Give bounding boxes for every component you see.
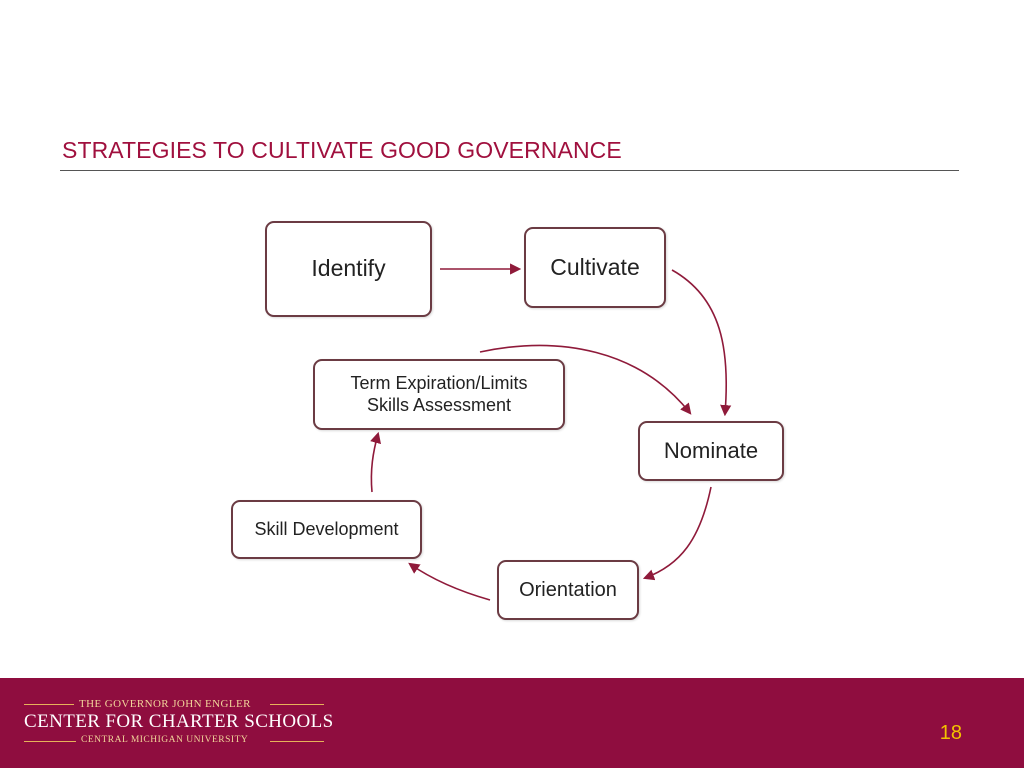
logo-bottom-text: CENTRAL MICHIGAN UNIVERSITY (81, 735, 249, 745)
page-number: 18 (939, 722, 962, 744)
node-term-expiration: Term Expiration/Limits Skills Assessment (313, 359, 565, 430)
arrow-orientation-to-skill-development (408, 562, 491, 601)
center-for-charter-schools-logo: THE GOVERNOR JOHN ENGLER CENTER FOR CHAR… (24, 695, 333, 747)
node-term-label-line2: Skills Assessment (366, 394, 512, 415)
logo-rule (24, 741, 76, 742)
node-skill-development-label: Skill Development (254, 518, 399, 539)
logo-rule (24, 704, 74, 705)
node-identify-label: Identify (311, 255, 386, 282)
node-skill-development: Skill Development (231, 500, 422, 559)
node-orientation-label: Orientation (519, 579, 617, 601)
node-cultivate-label: Cultivate (550, 253, 640, 280)
node-term-label-line1: Term Expiration/Limits (350, 372, 528, 393)
arrow-term-to-nominate (479, 344, 692, 415)
logo-main-text: CENTER FOR CHARTER SCHOOLS (24, 711, 334, 732)
node-nominate-label: Nominate (663, 437, 759, 463)
node-cultivate: Cultivate (524, 227, 666, 308)
cycle-arrows (370, 263, 732, 601)
logo-rule (270, 704, 324, 705)
node-identify: Identify (265, 221, 432, 317)
logo-rule (270, 741, 324, 742)
arrow-skill-development-to-term (370, 431, 381, 493)
slide-title: STRATEGIES TO CULTIVATE GOOD GOVERNANCE (62, 137, 622, 163)
arrow-cultivate-to-nominate (671, 269, 732, 417)
footer-bar: THE GOVERNOR JOHN ENGLER CENTER FOR CHAR… (0, 678, 1024, 768)
node-nominate: Nominate (638, 421, 784, 481)
logo-top-text: THE GOVERNOR JOHN ENGLER (79, 698, 251, 710)
arrow-nominate-to-orientation (642, 486, 712, 581)
node-orientation: Orientation (497, 560, 639, 620)
title-divider (60, 170, 959, 171)
